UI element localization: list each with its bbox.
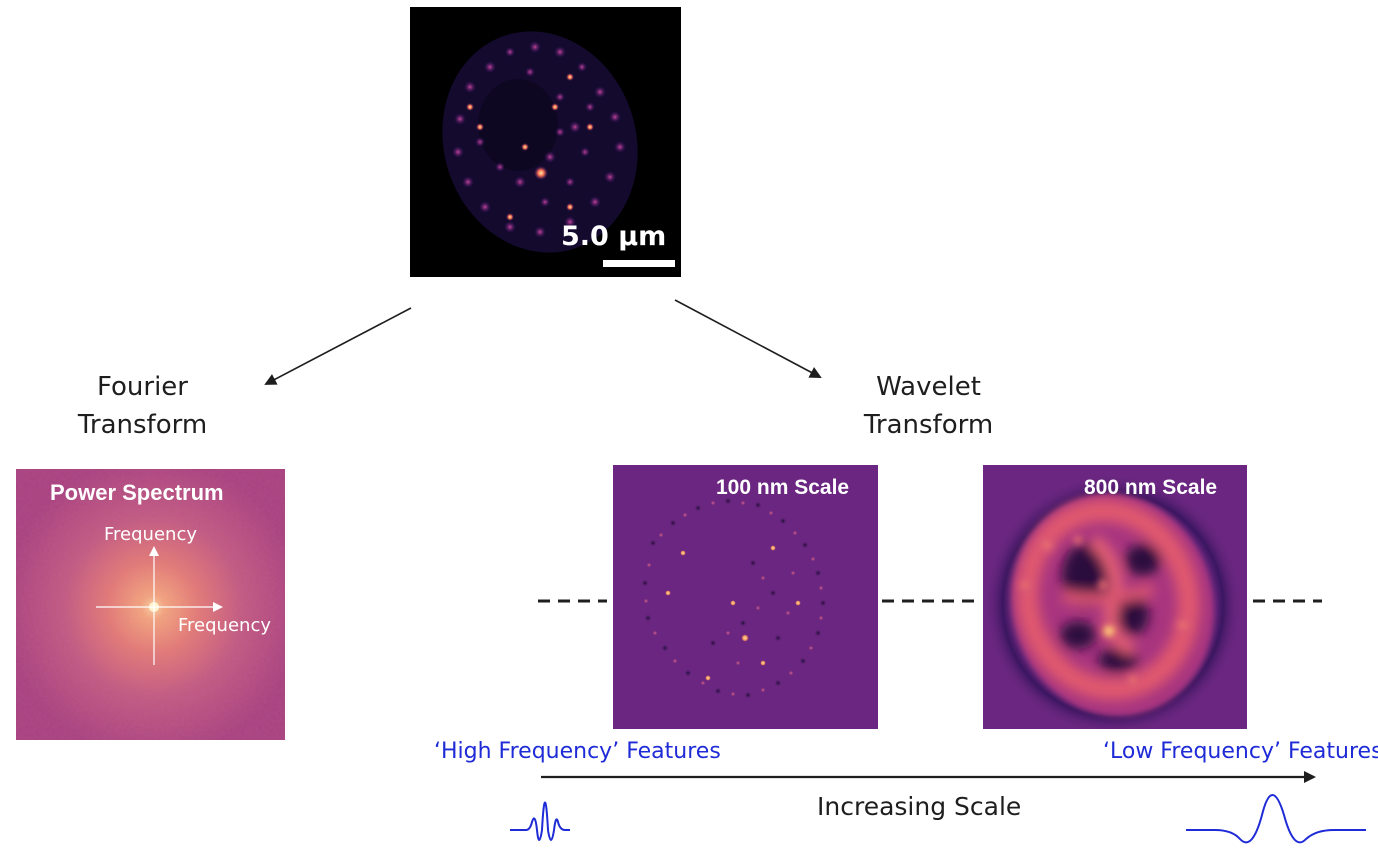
wavelet-100nm-panel: 100 nm Scale — [613, 465, 878, 729]
wavelet-heading-line2: Transform — [863, 410, 994, 440]
scale-bar — [603, 260, 675, 267]
increasing-scale-caption: Increasing Scale — [817, 792, 1022, 821]
wavelet-heading: Wavelet Transform — [836, 368, 1021, 444]
source-microscopy-image: 5.0 µm — [410, 7, 681, 277]
power-spectrum-title: Power Spectrum — [50, 480, 224, 505]
wavelet-100nm-image — [641, 497, 827, 699]
vertical-axis-arrowhead — [149, 546, 159, 556]
horizontal-axis-label: Frequency — [178, 615, 271, 636]
wide-wavelet-icon — [1186, 794, 1366, 844]
arrow-to-wavelet — [674, 299, 822, 378]
scale-bar-label: 5.0 µm — [561, 221, 667, 252]
horizontal-axis-arrowhead — [213, 602, 223, 612]
wavelet-100nm-label: 100 nm Scale — [716, 476, 850, 499]
arrow-to-fourier — [264, 307, 412, 385]
low-frequency-label: ‘Low Frequency’ Features — [1103, 739, 1378, 764]
wavelet-800nm-label: 800 nm Scale — [1084, 476, 1218, 499]
power-spectrum-panel: Power Spectrum Frequency Frequency — [16, 469, 285, 740]
narrow-wavelet-icon — [510, 801, 570, 841]
power-spectrum-image — [16, 469, 285, 740]
nucleus-image — [442, 31, 675, 267]
vertical-axis-label: Frequency — [104, 524, 197, 545]
fourier-heading-line2: Transform — [77, 410, 208, 440]
high-frequency-label: ‘High Frequency’ Features — [434, 739, 721, 764]
fourier-heading: Fourier Transform — [50, 368, 235, 444]
wavelet-800nm-image — [984, 475, 1242, 729]
wavelet-800nm-panel: 800 nm Scale — [983, 465, 1247, 729]
wavelet-heading-line1: Wavelet — [876, 372, 981, 402]
fourier-heading-line1: Fourier — [96, 372, 188, 402]
